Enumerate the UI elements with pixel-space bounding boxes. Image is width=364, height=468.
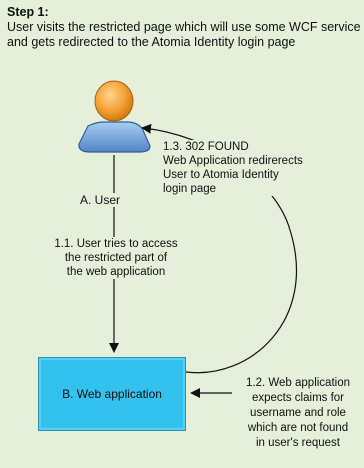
edge-1-2-line: which are not found bbox=[247, 422, 349, 434]
edge-1-3-label: 1.3. 302 FOUND Web Application redirerec… bbox=[163, 140, 303, 196]
web-application-label: B. Web application bbox=[62, 387, 162, 401]
edge-1-1-line: the web application bbox=[66, 266, 166, 278]
edge-1-1-line: 1.1. User tries to access bbox=[54, 238, 178, 250]
edge-1-3-line: 1.3. 302 FOUND bbox=[163, 141, 249, 153]
edge-1-2-line: expects claims for bbox=[251, 392, 345, 404]
edge-1-2-label: 1.2. Web application expects claims for … bbox=[232, 376, 364, 451]
edge-1-1-line: the restricted part of bbox=[64, 252, 168, 264]
edge-1-3-line: Web Application redirerects bbox=[163, 155, 303, 167]
edge-1-2-line: username and role bbox=[250, 407, 346, 419]
edge-1-2-line: in user's request bbox=[255, 437, 340, 449]
edge-1-2-line: 1.2. Web application bbox=[246, 377, 350, 389]
edge-1-3-line: login page bbox=[163, 183, 217, 195]
user-icon bbox=[78, 80, 151, 153]
user-node-label: A. User bbox=[80, 193, 121, 207]
edge-1-1-label: 1.1. User tries to access the restricted… bbox=[31, 237, 201, 279]
web-application-node: B. Web application bbox=[38, 357, 186, 431]
step-title: Step 1: bbox=[7, 5, 49, 19]
edge-1-3-line: User to Atomia Identity bbox=[163, 169, 279, 181]
step-description: User visits the restricted page which wi… bbox=[7, 20, 361, 49]
step-header: Step 1: User visits the restricted page … bbox=[7, 5, 362, 50]
